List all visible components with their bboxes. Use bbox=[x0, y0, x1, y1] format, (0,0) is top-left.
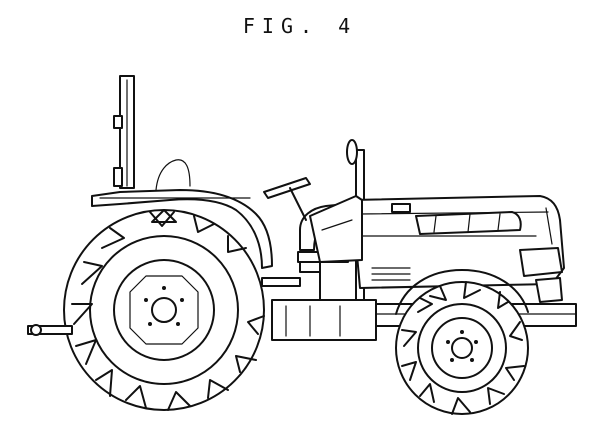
hood bbox=[351, 195, 565, 303]
front-tire-tread bbox=[401, 281, 525, 415]
figure-label: FIG. 4 bbox=[242, 14, 358, 38]
front-wheel bbox=[395, 281, 529, 415]
dashboard bbox=[299, 195, 363, 273]
rear-tire-tread bbox=[71, 211, 265, 411]
roll-bar bbox=[113, 75, 135, 189]
steering-wheel bbox=[263, 177, 311, 221]
drawbar bbox=[27, 324, 73, 336]
front-fender bbox=[395, 269, 529, 315]
rear-wheel bbox=[63, 209, 265, 411]
rear-fender bbox=[91, 159, 273, 269]
step bbox=[261, 261, 321, 301]
